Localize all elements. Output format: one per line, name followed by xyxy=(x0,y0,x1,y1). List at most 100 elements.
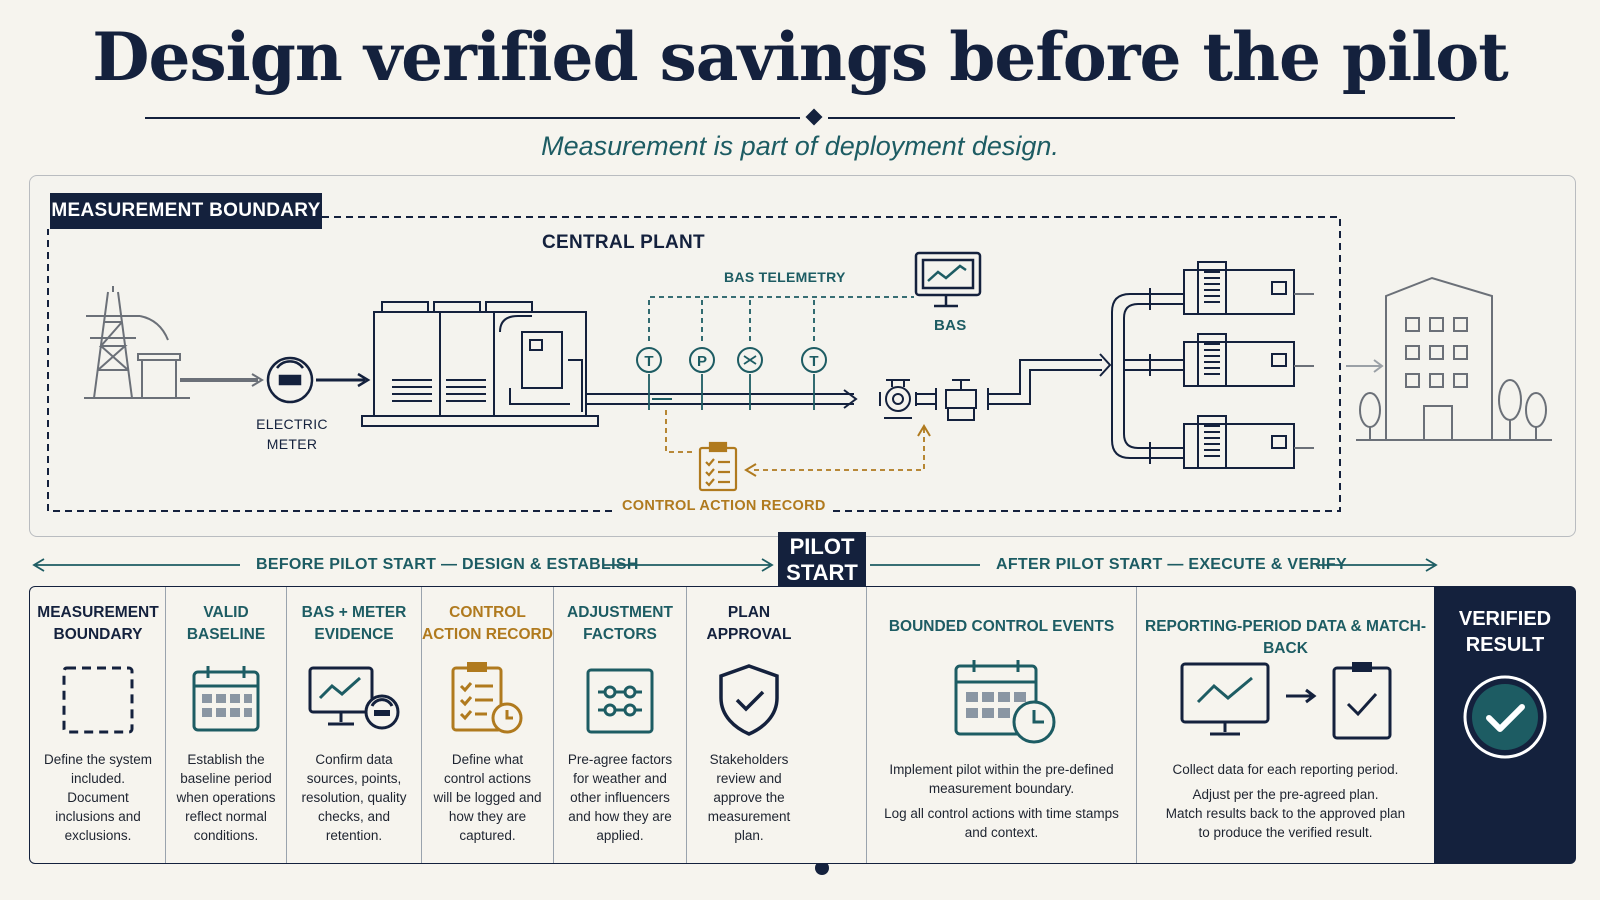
desc-line: Implement pilot within the pre-defined xyxy=(889,762,1114,777)
step-heading-line2: ACTION RECORD xyxy=(422,626,553,643)
verified-line1: VERIFIED xyxy=(1458,608,1552,630)
control-action-record-label: CONTROL ACTION RECORD xyxy=(622,498,826,514)
desc-line: baseline period xyxy=(180,771,272,786)
desc-paragraph: Adjust per the pre-agreed plan. Match re… xyxy=(1143,785,1428,842)
bas-telemetry-lines xyxy=(648,296,914,341)
step-heading: BAS + METER EVIDENCE xyxy=(287,602,421,646)
step-heading: BOUNDED CONTROL EVENTS xyxy=(888,618,1115,635)
step-heading-line1: VALID xyxy=(203,604,249,621)
measurement-boundary-tag: MEASUREMENT BOUNDARY xyxy=(50,193,322,229)
monitor-meter-icon xyxy=(308,666,400,730)
desc-line: and context. xyxy=(964,825,1039,840)
desc-line: Confirm data xyxy=(315,752,393,767)
step-heading-line2: FACTORS xyxy=(583,626,657,643)
desc-line: plan. xyxy=(734,828,764,843)
sensor-stems xyxy=(648,374,815,410)
step-heading-line2: EVIDENCE xyxy=(314,626,394,643)
step-heading: PLAN APPROVAL xyxy=(687,602,811,646)
desc-line: resolution, quality xyxy=(301,790,407,805)
desc-line: Define what xyxy=(451,752,524,767)
desc-line: Stakeholders xyxy=(709,752,789,767)
step-description: Collect data for each reporting period. … xyxy=(1143,760,1428,848)
step-heading: MEASUREMENT BOUNDARY xyxy=(31,602,165,646)
shield-check-icon xyxy=(719,664,779,736)
col-divider-3 xyxy=(421,587,422,863)
desc-line: checks, and xyxy=(317,809,391,824)
sliders-icon xyxy=(586,668,654,734)
step-description: Implement pilot within the pre-defined m… xyxy=(873,760,1130,848)
desc-line: will be logged and xyxy=(433,790,542,805)
desc-line: to produce the verified result. xyxy=(1198,825,1373,840)
temperature-sensor-2 xyxy=(801,347,827,373)
step-heading-line1: ADJUSTMENT xyxy=(567,604,673,621)
step-heading-line2: BOUNDARY xyxy=(53,626,143,643)
title-rule-left xyxy=(145,117,800,119)
desc-line: exclusions. xyxy=(64,828,132,843)
step-adjustment-factors: ADJUSTMENT FACTORS Pre-agree factors for… xyxy=(554,586,686,864)
desc-line: Log all control actions with time stamps xyxy=(884,806,1119,821)
col-divider-6 xyxy=(866,587,867,863)
step-description: Define the system included. Document inc… xyxy=(37,750,159,845)
step-heading-line2: BASELINE xyxy=(186,626,266,643)
arrow-to-building xyxy=(1346,359,1384,373)
step-description: Define what control actions will be logg… xyxy=(428,750,547,845)
clipboard-clock-icon xyxy=(451,662,522,734)
air-handler-unit-2 xyxy=(1183,333,1314,387)
step-heading: ADJUSTMENT FACTORS xyxy=(554,602,686,646)
desc-line: review and xyxy=(716,771,782,786)
header-manifold xyxy=(1111,288,1184,464)
electric-meter-label-line1: ELECTRIC xyxy=(256,416,328,432)
desc-line: how they are xyxy=(448,809,527,824)
measurement-boundary-outline xyxy=(47,216,1341,512)
timeline-before-arrow xyxy=(32,558,774,572)
desc-paragraph: Log all control actions with time stamps… xyxy=(873,804,1130,842)
step-description: Stakeholders review and approve the meas… xyxy=(693,750,805,845)
central-plant-label: CENTRAL PLANT xyxy=(542,232,705,253)
desc-line: retention. xyxy=(325,828,383,843)
pilot-start-line1: PILOT xyxy=(789,534,855,559)
desc-line: inclusions and xyxy=(55,809,141,824)
desc-line: measurement boundary. xyxy=(928,781,1075,796)
desc-paragraph: Implement pilot within the pre-defined m… xyxy=(873,760,1130,798)
electric-meter-icon xyxy=(266,356,314,404)
desc-line: for weather and xyxy=(573,771,667,786)
desc-line: Establish the xyxy=(187,752,265,767)
desc-line: Document xyxy=(67,790,129,805)
temperature-sensor-1 xyxy=(636,347,662,373)
step-control-action-record: CONTROL ACTION RECORD Define what contro… xyxy=(422,586,553,864)
electric-meter-label: ELECTRIC METER xyxy=(252,414,332,454)
verified-result-title: VERIFIED RESULT xyxy=(1434,606,1576,658)
col-divider-4 xyxy=(553,587,554,863)
verified-line2: RESULT xyxy=(1465,634,1545,656)
building-icon xyxy=(1356,276,1552,441)
desc-line: sources, points, xyxy=(306,771,402,786)
verified-result-panel: VERIFIED RESULT xyxy=(1434,586,1576,864)
verified-check-icon xyxy=(1463,675,1547,759)
dashed-boundary-icon xyxy=(62,666,134,734)
desc-line: Pre-agree factors xyxy=(567,752,673,767)
step-description: Pre-agree factors for weather and other … xyxy=(560,750,680,845)
chiller-icon xyxy=(361,301,599,427)
step-bas-meter-evidence: BAS + METER EVIDENCE Confirm data source… xyxy=(287,586,421,864)
bas-monitor-icon xyxy=(914,251,982,308)
desc-paragraph: Collect data for each reporting period. xyxy=(1143,760,1428,779)
distribution-pipe xyxy=(988,353,1112,405)
electric-meter-label-line2: METER xyxy=(266,436,318,452)
pilot-start-endpoint xyxy=(815,861,829,875)
step-heading: VALID BASELINE xyxy=(166,602,286,646)
step-description: Confirm data sources, points, resolution… xyxy=(293,750,415,845)
desc-line: Adjust per the pre-agreed plan. xyxy=(1192,787,1379,802)
desc-line: applied. xyxy=(596,828,644,843)
step-heading-line1: PLAN xyxy=(727,604,771,621)
calendar-icon xyxy=(192,666,260,732)
step-heading: REPORTING-PERIOD DATA & MATCH-BACK xyxy=(1145,618,1426,657)
air-handler-unit-3 xyxy=(1183,415,1314,469)
desc-line: reflect normal xyxy=(185,809,267,824)
timeline-before-label: BEFORE PILOT START — DESIGN & ESTABLISH xyxy=(256,556,639,573)
desc-line: when operations xyxy=(176,790,276,805)
step-measurement-boundary: MEASUREMENT BOUNDARY Define the system i… xyxy=(31,586,165,864)
col-divider-2 xyxy=(286,587,287,863)
step-reporting-period-data: REPORTING-PERIOD DATA & MATCH-BACK Colle… xyxy=(1137,586,1434,864)
desc-line: conditions. xyxy=(193,828,259,843)
